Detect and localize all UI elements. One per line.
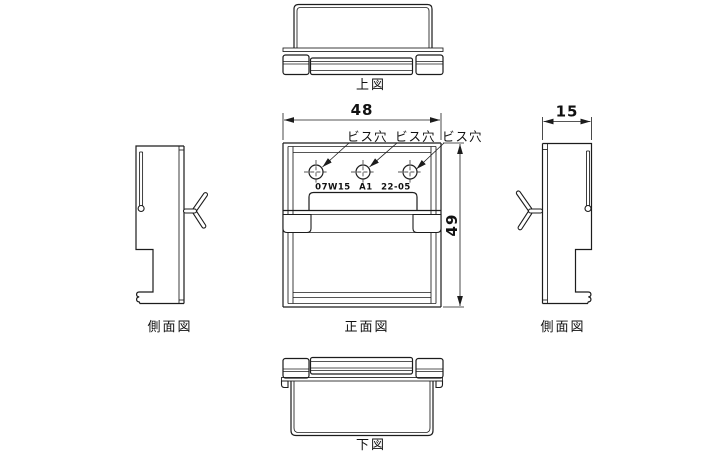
right-tab bbox=[412, 213, 442, 234]
bottom-view-label: 下図 bbox=[356, 438, 386, 453]
dimension-width-value: 48 bbox=[351, 101, 374, 119]
spring-clip-left bbox=[182, 192, 209, 229]
front-view-label: 正面図 bbox=[344, 320, 389, 335]
top-view: 上図 bbox=[282, 3, 444, 93]
screw-hole-2 bbox=[351, 160, 375, 184]
top-view-outline bbox=[282, 3, 444, 76]
dimension-depth-value: 15 bbox=[556, 103, 579, 121]
part-marking-text: 07W15 A1 22-05 bbox=[315, 183, 411, 193]
screw-hole-label-2: ビス穴 bbox=[395, 129, 436, 144]
screw-hole-1 bbox=[304, 160, 328, 184]
bottom-view-outline bbox=[280, 356, 444, 437]
leader-line-2 bbox=[369, 142, 398, 168]
dimension-height: 49 bbox=[443, 142, 464, 308]
screw-hole-label-1: ビス穴 bbox=[347, 129, 388, 144]
front-view: 07W15 A1 22-05 48 49 bbox=[282, 101, 483, 335]
dimension-height-value: 49 bbox=[443, 214, 461, 237]
leader-line-1 bbox=[322, 142, 350, 168]
left-side-outline bbox=[135, 145, 185, 305]
left-side-view-label: 側面図 bbox=[147, 320, 192, 335]
leader-line-3 bbox=[416, 142, 445, 170]
right-side-view: 15 側面図 bbox=[515, 103, 593, 335]
front-view-body: 07W15 A1 22-05 bbox=[282, 142, 442, 308]
screw-hole-3 bbox=[398, 160, 422, 184]
dimension-width: 48 bbox=[282, 101, 442, 140]
screw-hole-label-3: ビス穴 bbox=[442, 129, 483, 144]
left-side-view: 側面図 bbox=[135, 145, 209, 335]
top-view-label: 上図 bbox=[356, 78, 386, 93]
right-side-view-label: 側面図 bbox=[540, 320, 585, 335]
spring-clip-right bbox=[515, 190, 544, 231]
screw-hole-callouts: ビス穴 ビス穴 ビス穴 bbox=[322, 129, 483, 170]
left-tab bbox=[282, 213, 312, 234]
right-side-outline bbox=[541, 142, 593, 305]
bottom-view: 下図 bbox=[280, 356, 444, 453]
dimension-depth: 15 bbox=[542, 103, 592, 140]
